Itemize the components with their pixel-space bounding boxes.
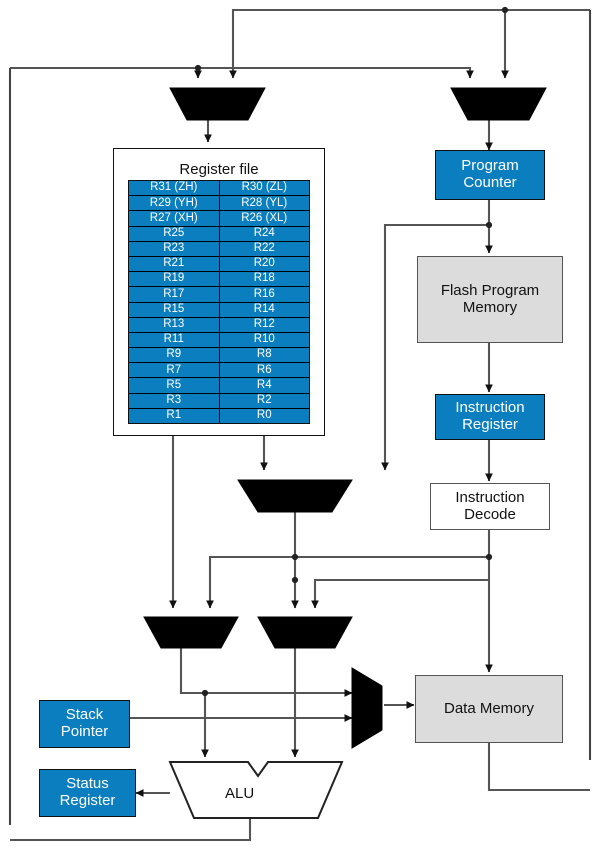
register-cell[interactable]: R15 — [129, 302, 220, 317]
wire-decode-ctrl-to-operand-a-mux — [206, 555, 489, 609]
register-file-row: R5 R4 — [129, 378, 309, 394]
register-cell[interactable]: R29 (YH) — [129, 196, 220, 211]
register-file-row: R23 R22 — [129, 241, 309, 257]
mux-middle-address — [237, 479, 353, 513]
mux-data-memory-address — [351, 667, 383, 749]
register-cell[interactable]: R6 — [256, 363, 272, 376]
mux-shapes — [143, 87, 547, 749]
register-cell[interactable]: R24 — [253, 226, 275, 239]
wire-datamem-out — [487, 743, 590, 792]
register-file-row: R3 R2 — [129, 393, 309, 409]
wire-alu-to-pc-mux-left — [10, 66, 474, 79]
register-cell[interactable]: R28 (YL) — [241, 196, 288, 209]
register-cell[interactable]: R14 — [253, 302, 275, 315]
register-cell[interactable]: R12 — [253, 318, 275, 331]
register-file-row: R29 (YH) R28 (YL) — [129, 196, 309, 212]
register-cell[interactable]: R3 — [129, 393, 220, 408]
mux-top-left — [169, 87, 266, 121]
register-cell[interactable]: R10 — [253, 333, 275, 346]
register-cell[interactable]: R30 (ZL) — [241, 181, 287, 194]
register-cell[interactable]: R1 — [129, 408, 220, 423]
register-file-title: Register file — [179, 161, 259, 178]
register-cell[interactable]: R8 — [256, 348, 272, 361]
register-file-row: R25 R24 — [129, 226, 309, 242]
data-memory-block[interactable]: Data Memory — [415, 675, 563, 743]
register-cell[interactable]: R13 — [129, 317, 220, 332]
register-cell[interactable]: R25 — [129, 226, 220, 241]
wire-datamem-to-regfile-mux — [229, 8, 590, 79]
register-cell[interactable]: R2 — [256, 393, 272, 406]
register-cell[interactable]: R31 (ZH) — [129, 181, 220, 196]
wire-decode-ctrl-to-operand-b-mux — [311, 578, 489, 609]
register-file-row: R1 R0 — [129, 408, 309, 423]
register-file-row: R15 R14 — [129, 302, 309, 318]
register-file-row: R11 R10 — [129, 332, 309, 349]
register-cell[interactable]: R9 — [129, 348, 220, 363]
register-file-row: R31 (ZH) R30 (ZL) — [129, 181, 309, 197]
register-cell[interactable]: R19 — [129, 272, 220, 287]
wire-junctions — [194, 6, 509, 697]
mux-lower-right — [257, 616, 353, 649]
register-cell[interactable]: R26 (XL) — [241, 211, 288, 224]
mux-top-right — [450, 87, 547, 121]
register-file-row: R13 R12 — [129, 317, 309, 333]
register-file-grid: R31 (ZH) R30 (ZL) R29 (YH) R28 (YL) R27 (XH)… — [128, 180, 310, 424]
register-cell[interactable]: R4 — [256, 378, 272, 391]
register-cell[interactable]: R5 — [129, 378, 220, 393]
register-cell[interactable]: R20 — [253, 257, 275, 270]
register-cell[interactable]: R0 — [256, 409, 272, 422]
register-file-row: R17 R16 — [129, 287, 309, 303]
register-file-row: R19 R18 — [129, 272, 309, 288]
register-cell[interactable]: R7 — [129, 363, 220, 378]
register-cell[interactable]: R11 — [129, 332, 220, 348]
register-cell[interactable]: R18 — [253, 272, 275, 285]
register-cell[interactable]: R22 — [253, 242, 275, 255]
register-cell[interactable]: R27 (XH) — [129, 211, 220, 226]
register-cell[interactable]: R17 — [129, 287, 220, 302]
register-cell[interactable]: R23 — [129, 241, 220, 256]
alu-shape — [168, 761, 344, 819]
wire-alu-result-out — [10, 818, 252, 842]
wire-operand-a-mux-to-alu — [179, 648, 209, 758]
register-file-row: R21 R20 — [129, 256, 309, 273]
register-file-row: R7 R6 — [129, 363, 309, 379]
mux-lower-left — [143, 616, 239, 649]
register-cell[interactable]: R16 — [253, 287, 275, 300]
register-file-row: R9 R8 — [129, 348, 309, 364]
register-cell[interactable]: R21 — [129, 256, 220, 272]
wire-pc-to-address-mux — [381, 223, 489, 471]
alu-label: ALU — [225, 785, 255, 802]
register-file-row: R27 (XH) R26 (XL) — [129, 211, 309, 227]
